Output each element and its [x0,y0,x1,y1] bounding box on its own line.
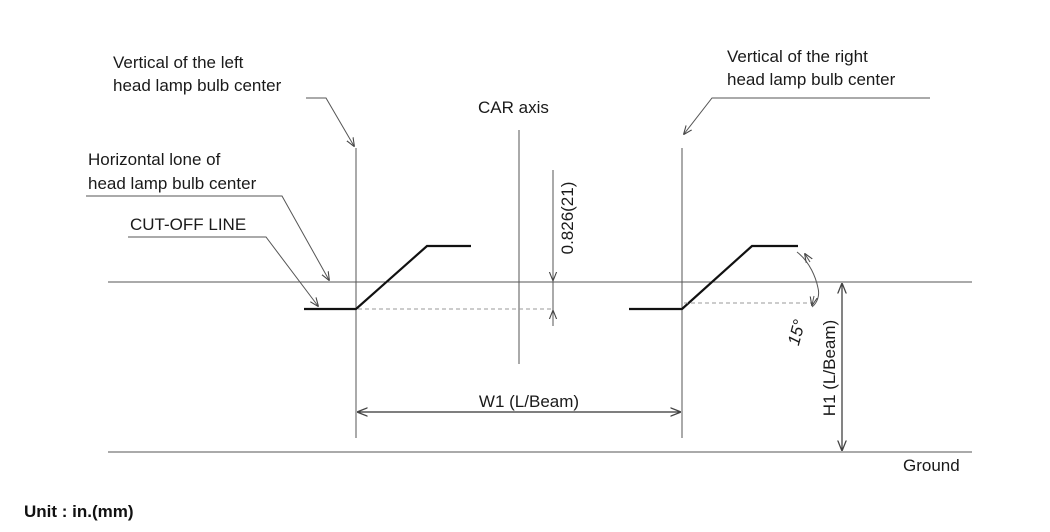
horizontal-line-label-line2: head lamp bulb center [88,174,257,193]
right-vertical-label-line2: head lamp bulb center [727,70,896,89]
horizontal-line-leader [86,195,329,280]
angle-label: 15° [784,318,809,348]
unit-label: Unit : in.(mm) [24,502,134,521]
offset-label: 0.826(21) [558,182,577,255]
width-label: W1 (L/Beam) [479,392,579,411]
horizontal-line-label-line1: Horizontal lone of [88,150,221,169]
angle-arrow-top [805,254,810,262]
height-label: H1 (L/Beam) [820,320,839,416]
ground-label: Ground [903,456,960,475]
cutoff-leader [128,236,318,306]
cutoff-label: CUT-OFF LINE [130,215,246,234]
left-cutoff-line [304,244,471,311]
left-vertical-leader [306,97,354,146]
right-cutoff-line [629,244,798,311]
angle-arc [796,251,820,308]
right-vertical-leader [684,97,930,134]
car-axis-label: CAR axis [478,98,549,117]
left-vertical-label-line1: Vertical of the left [113,53,244,72]
right-vertical-label-line1: Vertical of the right [727,47,868,66]
left-vertical-label-line2: head lamp bulb center [113,76,282,95]
angle-arrow-bottom [812,295,814,305]
